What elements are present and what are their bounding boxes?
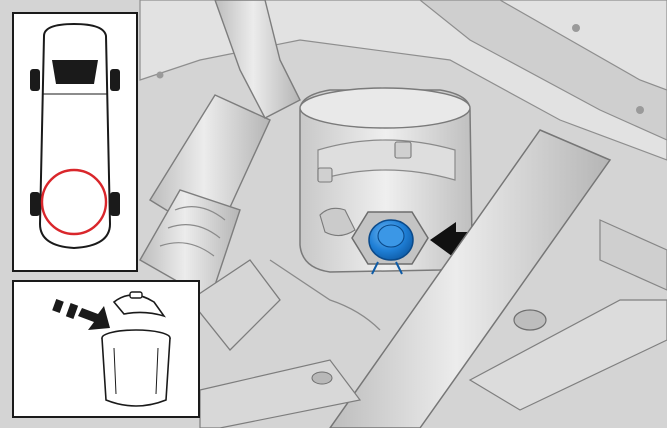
lower-link xyxy=(468,299,667,411)
rear-left-wheel xyxy=(30,192,40,216)
housing-boss xyxy=(319,207,356,237)
car-top-view-icon xyxy=(30,22,120,250)
highlight-circle xyxy=(40,168,108,236)
bin-ribs xyxy=(113,347,159,395)
boot-ribs xyxy=(159,206,226,257)
bin-body xyxy=(101,337,171,407)
rear-bracket xyxy=(599,219,667,291)
bolt-hole xyxy=(636,106,644,114)
bin-lid xyxy=(112,294,167,318)
link-bolt xyxy=(311,371,333,385)
dashed-arrow-icon xyxy=(52,298,110,330)
housing-top xyxy=(299,87,471,129)
housing-flange xyxy=(317,139,456,181)
upper-hose xyxy=(214,0,301,119)
drain-plug-head xyxy=(377,224,405,248)
location-inset xyxy=(12,12,138,272)
control-arm xyxy=(329,129,612,428)
lid-handle xyxy=(129,291,143,299)
rear-right-wheel xyxy=(110,192,120,216)
bolt-hole xyxy=(572,24,580,32)
front-left-wheel xyxy=(30,69,40,91)
arm-hole xyxy=(513,309,547,331)
lower-bracket xyxy=(189,259,281,351)
housing-tab xyxy=(317,167,333,183)
cross-member xyxy=(419,0,667,141)
front-right-wheel xyxy=(110,69,120,91)
bolt-hole xyxy=(156,71,164,79)
windshield xyxy=(52,60,98,84)
waste-bin-icon xyxy=(52,291,171,407)
brake-line xyxy=(269,259,381,331)
disposal-inset xyxy=(12,280,200,418)
plug-thread xyxy=(371,261,403,275)
car-body-outline xyxy=(38,22,112,250)
housing-tab xyxy=(394,141,412,159)
